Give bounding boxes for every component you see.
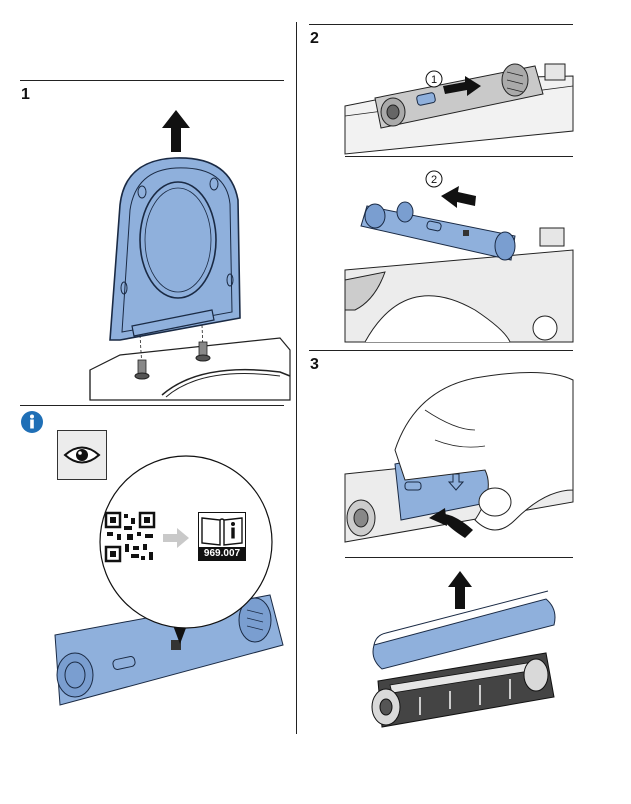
hinge-bolt-right xyxy=(195,324,211,362)
step-3-sub-rule xyxy=(345,557,573,558)
hinge-bolt-left xyxy=(134,334,150,380)
step-2-number: 2 xyxy=(310,30,319,47)
arrow-right-icon xyxy=(163,528,189,548)
step-2a-illustration xyxy=(344,56,574,155)
step-2-rule xyxy=(309,24,573,25)
manual-code-badge: 969.007 xyxy=(198,547,246,561)
step-1-rule xyxy=(20,80,284,81)
step-3-number: 3 xyxy=(310,356,319,373)
step-1-number: 1 xyxy=(21,86,30,103)
step-2-sub-1-marker: 1 xyxy=(425,70,443,88)
manual-code: 969.007 xyxy=(203,548,241,559)
manual-book-icon xyxy=(198,512,246,548)
toilet-bowl xyxy=(89,337,291,401)
step-3a-illustration xyxy=(344,371,574,543)
step-2-sub-1-label: 1 xyxy=(431,74,437,86)
step-3b-illustration xyxy=(371,571,556,728)
info-icon xyxy=(21,411,43,433)
step-2-sub-2-label: 2 xyxy=(431,174,437,186)
qr-code-icon xyxy=(104,511,156,563)
step-1-illustration xyxy=(89,110,291,401)
eye-icon xyxy=(57,430,107,480)
lift-up-arrow-icon xyxy=(162,110,190,152)
step-3-rule xyxy=(309,350,573,351)
magnifier-callout xyxy=(99,455,273,644)
column-divider xyxy=(296,22,297,734)
step-2-sub-2-marker: 2 xyxy=(425,170,443,188)
info-rule xyxy=(20,405,284,406)
toilet-seat-lid xyxy=(109,157,241,341)
step-2b-illustration xyxy=(344,186,574,343)
step-2-sub-rule xyxy=(345,156,573,157)
